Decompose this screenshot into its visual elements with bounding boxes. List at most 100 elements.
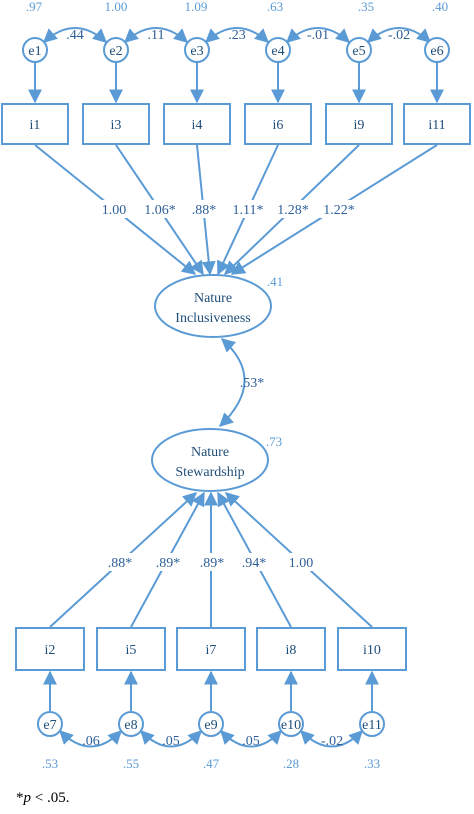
item-box-i6 [244, 103, 312, 145]
factor-nature-stewardship [151, 428, 269, 492]
loading-pad-i4 [186, 200, 222, 218]
covariance-label-e8-e9: .05 [162, 734, 180, 749]
footnote-asterisk: * [16, 790, 24, 806]
item-box-i5 [96, 627, 166, 671]
item-label-i4: i4 [192, 118, 203, 133]
footnote-p: p [23, 790, 32, 806]
item-label-i8: i8 [286, 643, 297, 658]
loading-label-i9: 1.28* [277, 203, 309, 218]
loading-label-i1: 1.00 [102, 203, 127, 218]
item-label-i2: i2 [45, 643, 56, 658]
covariance-label-e10-e11: -.02 [321, 734, 343, 749]
error-label-e4: e4 [271, 44, 284, 59]
covariance-arc-e4-e5 [285, 27, 351, 43]
error-label-e5: e5 [352, 44, 365, 59]
error-label-e11: e11 [362, 718, 382, 733]
item-box-i1 [1, 103, 69, 145]
covariance-label-e4-e5: -.01 [307, 28, 329, 43]
loading-label-i4: .88* [192, 203, 217, 218]
loading-label-i5: .89* [156, 556, 181, 571]
significance-footnote: *p < .05. [16, 790, 69, 807]
covariance-arc-e7-e8 [59, 729, 122, 748]
item-label-i10: i10 [363, 643, 381, 658]
covariance-label-e7-e8: .06 [82, 734, 100, 749]
error-node-e7 [37, 711, 63, 737]
error-variance-e6: .40 [432, 0, 448, 14]
error-variance-e1: .97 [26, 0, 43, 14]
error-node-e11 [359, 711, 385, 737]
factor-stewardship-line2: Stewardship [175, 465, 244, 480]
loading-label-i2: .88* [108, 556, 133, 571]
item-box-i7 [176, 627, 246, 671]
loading-pad-i10 [282, 553, 320, 571]
loading-pad-i2 [101, 553, 139, 571]
covariance-arc-e3-e4 [204, 27, 270, 43]
covariance-label-e2-e3: .11 [148, 28, 165, 43]
covariance-arc-e2-e3 [123, 27, 189, 43]
r2-nature-stewardship: .73 [266, 434, 282, 449]
item-label-i6: i6 [273, 118, 284, 133]
loading-pad-i5 [149, 553, 187, 571]
footnote-text: < .05. [31, 790, 70, 806]
loading-pad-i7 [193, 553, 231, 571]
error-label-e9: e9 [204, 718, 217, 733]
item-box-i10 [337, 627, 407, 671]
item-box-i2 [15, 627, 85, 671]
error-label-e1: e1 [28, 44, 41, 59]
item-label-i7: i7 [206, 643, 217, 658]
factor-stewardship-line1: Nature [191, 445, 229, 460]
error-label-e10: e10 [281, 718, 301, 733]
error-label-e6: e6 [430, 44, 443, 59]
loading-pad-i6 [226, 200, 270, 218]
item-label-i9: i9 [354, 118, 365, 133]
covariance-label-e1-e2: .44 [66, 28, 84, 43]
loading-label-i10: 1.00 [289, 556, 314, 571]
covariance-arc-e10-e11 [300, 729, 363, 748]
covariance-arc-e9-e10 [220, 729, 282, 748]
item-label-i5: i5 [126, 643, 137, 658]
covariance-label-e5-e6: -.02 [388, 28, 410, 43]
covariance-arc-e5-e6 [366, 27, 432, 43]
covariance-arc-e1-e2 [42, 27, 108, 43]
loading-pad-i9 [271, 200, 315, 218]
error-node-e10 [278, 711, 304, 737]
item-box-i4 [163, 103, 231, 145]
item-box-i8 [256, 627, 326, 671]
covariance-arc-e8-e9 [140, 729, 202, 748]
item-box-i3 [82, 103, 150, 145]
error-variance-e3: 1.09 [185, 0, 208, 14]
error-variance-e4: .63 [267, 0, 283, 14]
error-variance-e10: .28 [283, 756, 299, 771]
error-variance-e2: 1.00 [105, 0, 128, 14]
error-variance-e7: .53 [42, 756, 58, 771]
error-label-e7: e7 [43, 718, 56, 733]
r2-nature-inclusiveness: .41 [267, 274, 283, 289]
error-variance-e9: .47 [203, 756, 220, 771]
factor-correlation-label: .53* [240, 376, 265, 391]
error-label-e8: e8 [124, 718, 137, 733]
loading-label-i8: .94* [242, 556, 267, 571]
item-box-i9 [325, 103, 393, 145]
error-variance-e11: .33 [364, 756, 380, 771]
error-node-e8 [118, 711, 144, 737]
item-label-i1: i1 [30, 118, 41, 133]
loading-label-i11: 1.22* [323, 203, 355, 218]
item-label-i11: i11 [428, 118, 445, 133]
loading-pad-i11 [317, 200, 361, 218]
covariance-label-e3-e4: .23 [228, 28, 246, 43]
loading-pad-i3 [138, 200, 182, 218]
error-variance-e8: .55 [123, 756, 139, 771]
factor-inclusiveness-line2: Inclusiveness [175, 311, 250, 326]
loading-pad-i1 [96, 200, 132, 218]
factor-nature-inclusiveness [154, 274, 272, 338]
factor-correlation-arc [218, 338, 246, 427]
item-label-i3: i3 [111, 118, 122, 133]
item-box-i11 [403, 103, 471, 145]
error-variance-e5: .35 [358, 0, 374, 14]
loading-label-i7: .89* [200, 556, 225, 571]
error-label-e2: e2 [109, 44, 122, 59]
factor-inclusiveness-line1: Nature [194, 291, 232, 306]
loading-label-i6: 1.11* [233, 203, 264, 218]
error-node-e9 [198, 711, 224, 737]
